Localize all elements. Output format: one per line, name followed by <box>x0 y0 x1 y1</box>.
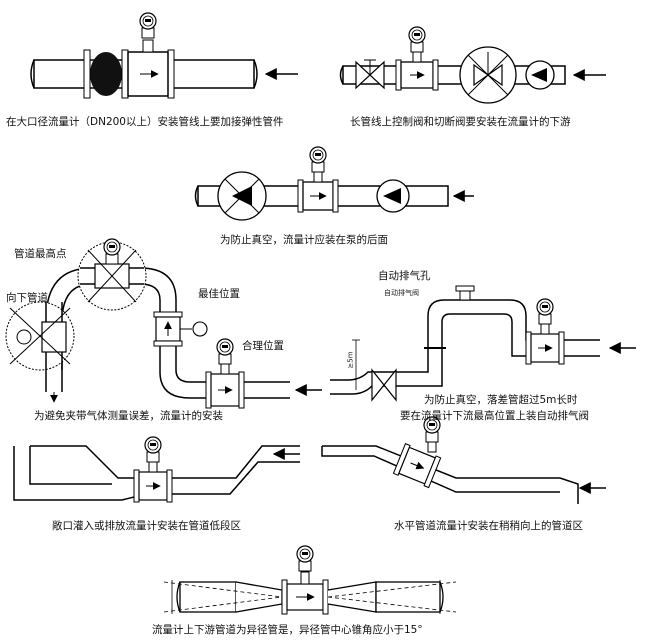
flexible-coupling <box>90 52 122 96</box>
diagram-6-low-section <box>13 436 300 503</box>
diagram-3-after-pump <box>194 146 474 221</box>
caption-auto-vent-line2: 要在流量计下流最高位置上装自动排气阀 <box>400 410 589 422</box>
diagram-2-valves-downstream <box>339 26 606 104</box>
caption-sloped-up: 水平管道流量计安装在稍稍向上的管道区 <box>394 520 583 532</box>
label-reasonable-position: 合理位置 <box>242 340 284 352</box>
caption-low-section: 敞口灌入或排放流量计安装在管道低段区 <box>52 520 241 532</box>
diagram-4-gas-avoidance <box>5 238 322 409</box>
diagram-5-auto-vent <box>330 285 636 402</box>
label-best-position: 最佳位置 <box>198 288 240 300</box>
caption-gas-avoidance: 为避免夹带气体测量误差，流量计的安装 <box>34 410 223 422</box>
caption-auto-vent-line1: 为防止真空，落差管超过5m长时 <box>424 394 578 406</box>
label-auto-vent-small: 自动排气阀 <box>384 289 419 297</box>
diagram-1-large-diameter <box>30 12 298 99</box>
caption-large-diameter: 在大口径流量计（DN200以上）安装管线上要加接弹性管件 <box>6 116 284 128</box>
label-auto-vent: 自动排气孔 <box>378 270 431 282</box>
caption-after-pump: 为防止真空，流量计应装在泵的后面 <box>220 234 388 246</box>
label-pipe-down: 向下管道 <box>6 292 48 304</box>
label-pipe-highest-point: 管道最高点 <box>14 248 67 260</box>
diagram-7-sloped-up <box>321 416 606 504</box>
caption-valves-downstream: 长管线上控制阀和切断阀要安装在流量计的下游 <box>350 116 571 128</box>
diagram-8-reducer-cone <box>163 545 457 615</box>
label-height-5m: ≥5m <box>346 351 355 369</box>
caption-reducer-cone: 流量计上下游管道为异径管是，异径管中心锥角应小于15° <box>152 624 423 636</box>
